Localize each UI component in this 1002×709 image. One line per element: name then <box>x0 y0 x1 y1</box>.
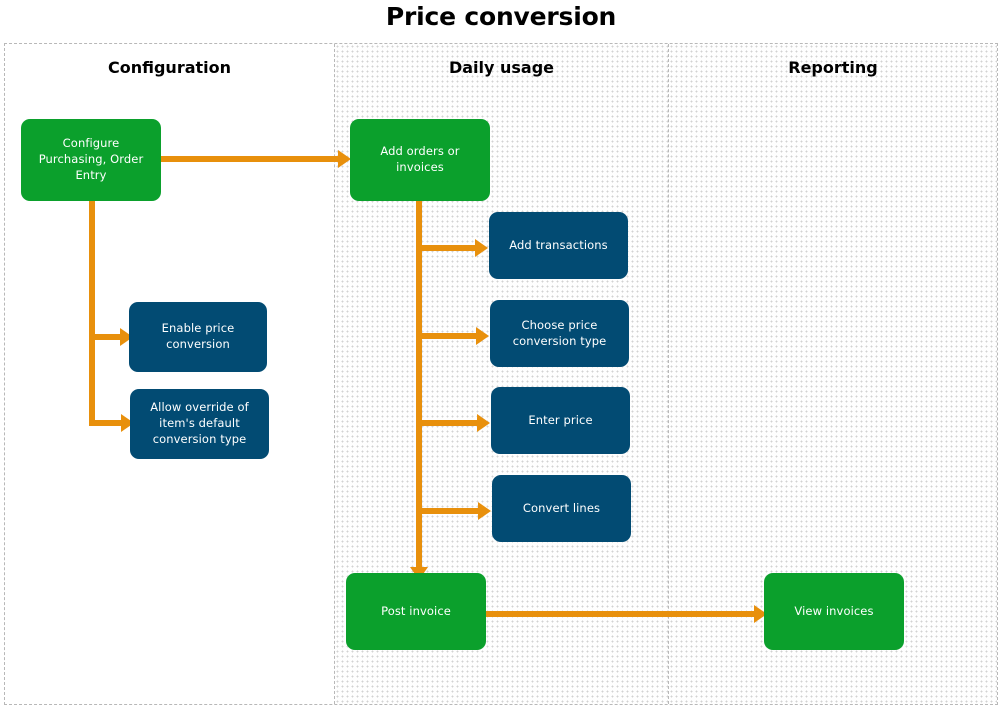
node-label-configure-purchasing: Configure Purchasing, Order Entry <box>38 136 144 182</box>
node-label-add-transactions: Add transactions <box>509 237 608 252</box>
arrowhead-enter-price <box>477 414 490 432</box>
lane-title-reporting: Reporting <box>788 58 878 77</box>
node-label-convert-lines: Convert lines <box>522 500 601 515</box>
arrowhead-view-invoices <box>754 605 767 623</box>
node-label-post-invoice: Post invoice <box>381 603 451 618</box>
node-post-invoice[interactable]: Post invoice <box>346 573 486 650</box>
page-title: Price conversion <box>385 2 617 31</box>
connector-to-add-transactions <box>416 245 479 251</box>
node-configure-purchasing[interactable]: Configure Purchasing, Order Entry <box>21 119 161 201</box>
connector-configure-trunk <box>89 201 95 426</box>
connector-to-choose-conversion-type <box>416 333 480 339</box>
swimlane-container: Configuration Daily usage Reporting <box>4 43 998 705</box>
node-label-add-orders: Add orders or invoices <box>380 144 460 174</box>
arrowhead-configure-to-add-orders <box>338 150 351 168</box>
node-choose-conversion-type[interactable]: Choose price conversion type <box>490 300 629 367</box>
connector-configure-to-add-orders <box>160 156 342 162</box>
node-label-allow-override: Allow override of item's default convers… <box>150 400 249 446</box>
connector-to-enter-price <box>416 420 481 426</box>
connector-to-allow-override <box>89 420 125 426</box>
node-label-choose-conversion-type: Choose price conversion type <box>512 317 607 348</box>
arrowhead-choose-conversion-type <box>476 327 489 345</box>
node-enter-price[interactable]: Enter price <box>491 387 630 454</box>
node-view-invoices[interactable]: View invoices <box>764 573 904 650</box>
connector-add-orders-trunk <box>416 199 422 571</box>
lane-title-configuration: Configuration <box>107 58 232 77</box>
node-add-transactions[interactable]: Add transactions <box>489 212 628 279</box>
node-allow-override[interactable]: Allow override of item's default convers… <box>130 389 269 459</box>
arrowhead-convert-lines <box>478 502 491 520</box>
connector-to-convert-lines <box>416 508 482 514</box>
connector-to-enable-price-conversion <box>89 334 124 340</box>
connector-post-to-view-invoices <box>486 611 758 617</box>
node-convert-lines[interactable]: Convert lines <box>492 475 631 542</box>
lane-title-daily-usage: Daily usage <box>448 58 555 77</box>
node-label-enable-price-conversion: Enable price conversion <box>161 321 235 351</box>
node-label-view-invoices: View invoices <box>794 603 874 618</box>
arrowhead-add-transactions <box>475 239 488 257</box>
node-label-enter-price: Enter price <box>528 412 593 427</box>
node-add-orders[interactable]: Add orders or invoices <box>350 119 490 201</box>
node-enable-price-conversion[interactable]: Enable price conversion <box>129 302 267 372</box>
